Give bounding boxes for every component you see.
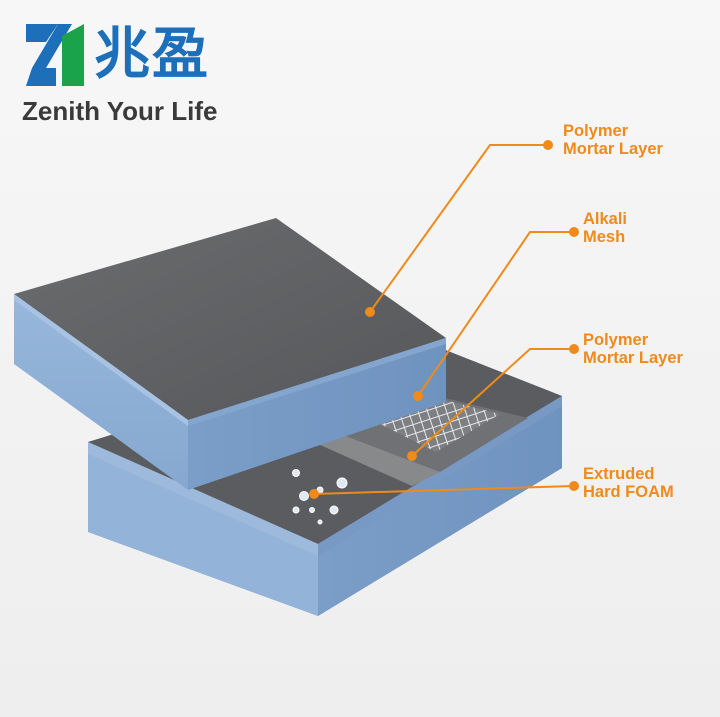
label-alkali-mesh: Alkali Mesh bbox=[583, 210, 627, 246]
label-line: Alkali bbox=[583, 210, 628, 228]
leader-lines bbox=[313, 144, 575, 495]
label-line: Polymer bbox=[563, 122, 629, 140]
label-extruded-foam: Extruded Hard FOAM bbox=[583, 465, 674, 501]
brand-chinese-name: 兆盈 bbox=[94, 22, 210, 87]
label-line: Mortar Layer bbox=[583, 349, 683, 367]
brand-logo: 兆盈 Zenith Your Life bbox=[22, 18, 262, 130]
label-line: Extruded bbox=[583, 465, 655, 483]
label-polymer-mortar-bottom: Polymer Mortar Layer bbox=[583, 331, 683, 367]
brand-mark-icon bbox=[26, 24, 84, 86]
brand-tagline: Zenith Your Life bbox=[22, 96, 218, 126]
water-droplets bbox=[292, 469, 348, 525]
upper-foam-board bbox=[14, 218, 446, 490]
label-line: Hard FOAM bbox=[583, 483, 674, 501]
leader-dots bbox=[309, 140, 579, 499]
label-line: Mortar Layer bbox=[563, 140, 663, 158]
label-line: Polymer bbox=[583, 331, 649, 349]
label-polymer-mortar-top: Polymer Mortar Layer bbox=[563, 122, 663, 158]
label-line: Mesh bbox=[583, 228, 626, 246]
